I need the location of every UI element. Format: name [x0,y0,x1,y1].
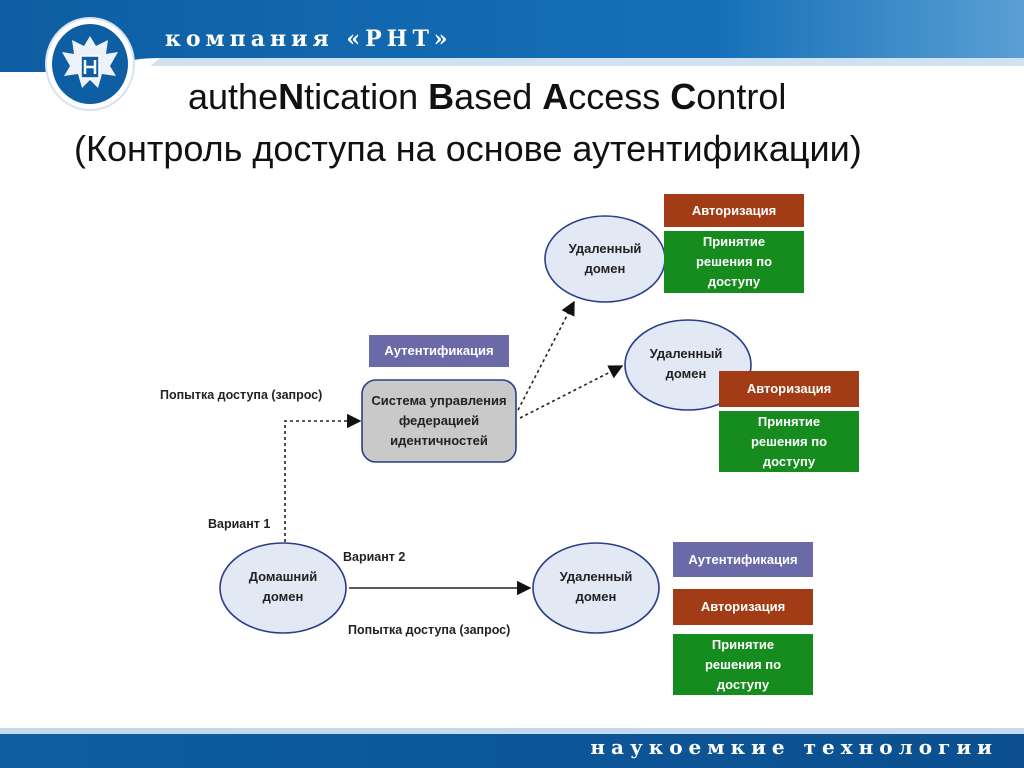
bottom-remote-domain-label: Удаленный домен [559,569,633,604]
bottom-authorization-box: Авторизация [673,589,813,625]
top-decision-box: Принятие решения по доступу [664,231,804,293]
mid-authorization-box: Авторизация [719,371,859,407]
title-part-bold: B [428,76,455,117]
top-authorization-box: Авторизация [664,194,804,227]
title-part-bold: A [542,76,569,117]
company-logo-emblem [45,17,135,111]
top-remote-domain-label: Удаленный домен [568,241,642,276]
mid-remote-domain-label: Удаленный домен [649,346,723,381]
federation-to-top-remote-arrow [517,300,575,411]
access-attempt-label-bottom: Попытка доступа (запрос) [348,623,511,637]
title-part: tication [304,76,429,117]
home-domain-label: Домашний домен [248,569,318,604]
bottom-authentication-box: Аутентификация [673,542,813,577]
company-name: компания «РНТ» [165,26,453,52]
title-part: ccess [568,76,671,117]
bottom-remote-domain-node [532,542,660,634]
home-domain-node [219,542,347,634]
variant-1-label: Вариант 1 [208,517,271,531]
title-part: ased [454,76,543,117]
access-attempt-label-top: Попытка доступа (запрос) [160,388,323,402]
federation-system-node [361,379,517,463]
title-part: ontrol [696,76,787,117]
variant-2-label: Вариант 2 [343,550,406,564]
federation-to-mid-remote-arrow [519,365,624,419]
federation-system-label: Система управления федерацией идентичнос… [371,393,507,448]
title-part-bold: C [670,76,697,117]
page-subtitle: (Контроль доступа на основе аутентификац… [74,128,862,169]
footer-band [0,728,1024,768]
mid-decision-box: Принятие решения по доступу [719,411,859,472]
footer-tagline: наукоемкие технологии [590,735,998,759]
bottom-decision-box: Принятие решения по доступу [673,634,813,695]
page-title: autheNtication Based Access Control [188,76,786,118]
federation-authentication-box: Аутентификация [369,335,509,367]
header-band [0,0,1024,72]
title-part-bold: N [278,76,305,117]
variant-1-connector [284,413,362,560]
title-part: authe [188,76,279,117]
